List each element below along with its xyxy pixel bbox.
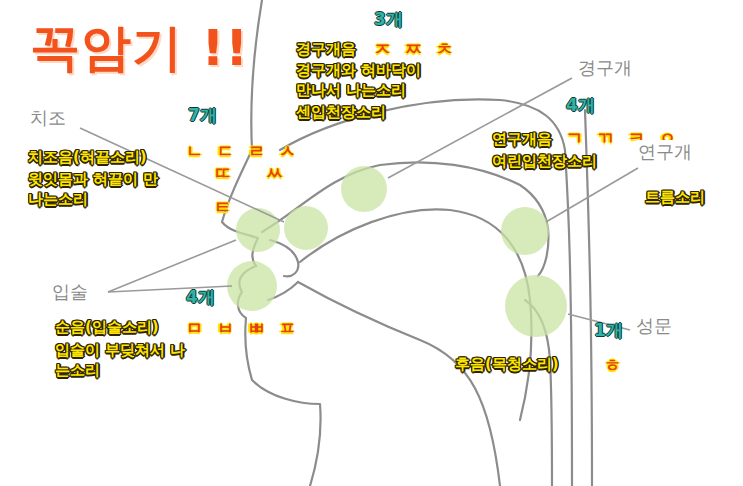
sound-alias: 센입천장소리 (296, 103, 386, 123)
count-number: 3개 (374, 8, 403, 30)
consonant-group: ㄴ ㄷ ㄹ ㅅ (186, 140, 296, 162)
sound-name: 경구개음 (296, 40, 356, 60)
consonant-group: ㅁ ㅂ ㅃ ㅍ (186, 317, 296, 339)
consonant: ㄸ (214, 162, 231, 184)
count-number: 7개 (188, 104, 217, 126)
sound-name: 연구개음 (492, 130, 552, 150)
part-name: 입술 (50, 280, 90, 303)
count-number: 4개 (566, 94, 595, 116)
sound-description: 경구개와 혀바닥이 만나서 나는소리 (296, 61, 431, 100)
count-number: 4개 (186, 286, 215, 308)
consonant: ㅆ (266, 162, 283, 184)
sound-name: 치조음(혀끝소리) (28, 148, 147, 168)
consonant: ㅌ (214, 196, 231, 218)
part-name: 치조 (28, 106, 68, 129)
part-name: 경구개 (576, 56, 634, 79)
sound-description: 윗잇몸과 혀끝이 만나는소리 (28, 170, 168, 209)
page-title: 꼭암기 !! (30, 16, 249, 81)
sound-alias: 여린입천장소리 (492, 152, 597, 172)
sound-name: 순음(입술소리) (55, 318, 159, 338)
consonant-group: ㅈ ㅉ ㅊ (374, 38, 453, 60)
consonant: ㅎ (604, 354, 621, 376)
sound-description: 입술이 부딪쳐서 나는소리 (55, 341, 190, 380)
part-name: 연구개 (636, 140, 694, 163)
sound-nickname: 트름소리 (645, 188, 705, 208)
part-name: 성문 (634, 314, 674, 337)
count-number: 1개 (594, 319, 623, 341)
sound-name: 후음(목청소리) (455, 355, 559, 375)
